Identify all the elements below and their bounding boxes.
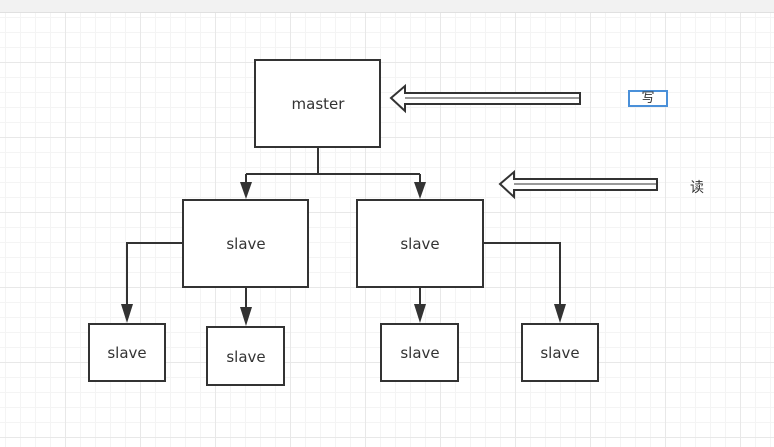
node-master-label: master <box>292 95 346 113</box>
arrowhead-to-slave-left <box>240 182 252 199</box>
node-slave-rr-label: slave <box>540 344 579 362</box>
node-slave-rl-box <box>380 323 459 382</box>
node-slave-ll-label: slave <box>107 344 146 362</box>
node-slave-rl[interactable]: slave <box>380 323 459 382</box>
node-slave-lr-box <box>206 326 285 386</box>
node-slave-right[interactable]: slave <box>356 199 484 288</box>
arrowhead-to-slave-right <box>414 182 426 199</box>
node-slave-lr[interactable]: slave <box>206 326 285 386</box>
node-master-box <box>254 59 381 148</box>
node-slave-rr-box <box>521 323 599 382</box>
node-slave-rr[interactable]: slave <box>521 323 599 382</box>
node-slave-left-box <box>182 199 309 288</box>
arrowhead-to-slave-rl <box>414 304 426 323</box>
node-slave-right-label: slave <box>400 235 439 253</box>
connector-slave-right-to-rr <box>483 242 561 310</box>
node-slave-lr-label: slave <box>226 348 265 366</box>
connector-master-trunk <box>245 147 421 188</box>
read-label[interactable]: 读 <box>690 180 704 196</box>
read-arrow[interactable] <box>498 169 658 200</box>
node-slave-right-box <box>356 199 484 288</box>
connector-slave-left-to-ll <box>126 242 183 310</box>
arrowhead-to-slave-rr <box>554 304 566 323</box>
write-arrow[interactable] <box>389 83 581 114</box>
arrowhead-to-slave-ll <box>121 304 133 323</box>
arrowhead-to-slave-lr <box>240 307 252 326</box>
node-slave-ll[interactable]: slave <box>88 323 166 382</box>
node-slave-rl-label: slave <box>400 344 439 362</box>
node-slave-ll-box <box>88 323 166 382</box>
top-toolbar-strip <box>0 0 774 13</box>
node-master[interactable]: master <box>254 59 381 148</box>
write-label[interactable]: 写 <box>628 90 668 107</box>
node-slave-left[interactable]: slave <box>182 199 309 288</box>
node-slave-left-label: slave <box>226 235 265 253</box>
